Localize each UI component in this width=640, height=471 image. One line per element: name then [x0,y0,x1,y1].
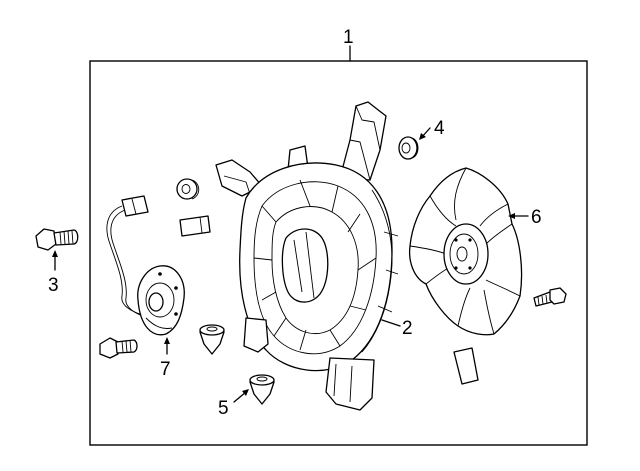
leader-line-5 [233,391,247,403]
assembly-frame [89,60,588,446]
callout-4: 4 [434,118,445,139]
bolt-part-3 [35,228,79,251]
mount-rubber-center [199,324,225,355]
fan-blade-part-6 [408,167,523,336]
arrow-7 [164,337,170,344]
callout-2: 2 [402,318,413,339]
grommet-upper-left [176,178,200,200]
bolt-right [533,287,567,307]
arrow-4 [419,133,426,140]
leader-line-2 [381,319,401,327]
callout-1: 1 [343,27,354,48]
mount-rubber-part-5 [249,374,275,405]
callout-7: 7 [160,359,171,380]
callout-5: 5 [218,398,229,419]
bolt-lower-left [99,337,138,359]
arrow-3 [52,250,58,257]
fan-motor-part-7 [106,195,185,336]
clip-part [179,215,211,237]
fan-shroud-part-2 [215,101,399,411]
arrow-6 [508,213,515,219]
arrow-5 [242,389,249,396]
callout-3: 3 [48,275,59,296]
spacer-bar [453,347,479,385]
callout-6: 6 [531,207,542,228]
grommet-part-4 [398,136,419,160]
